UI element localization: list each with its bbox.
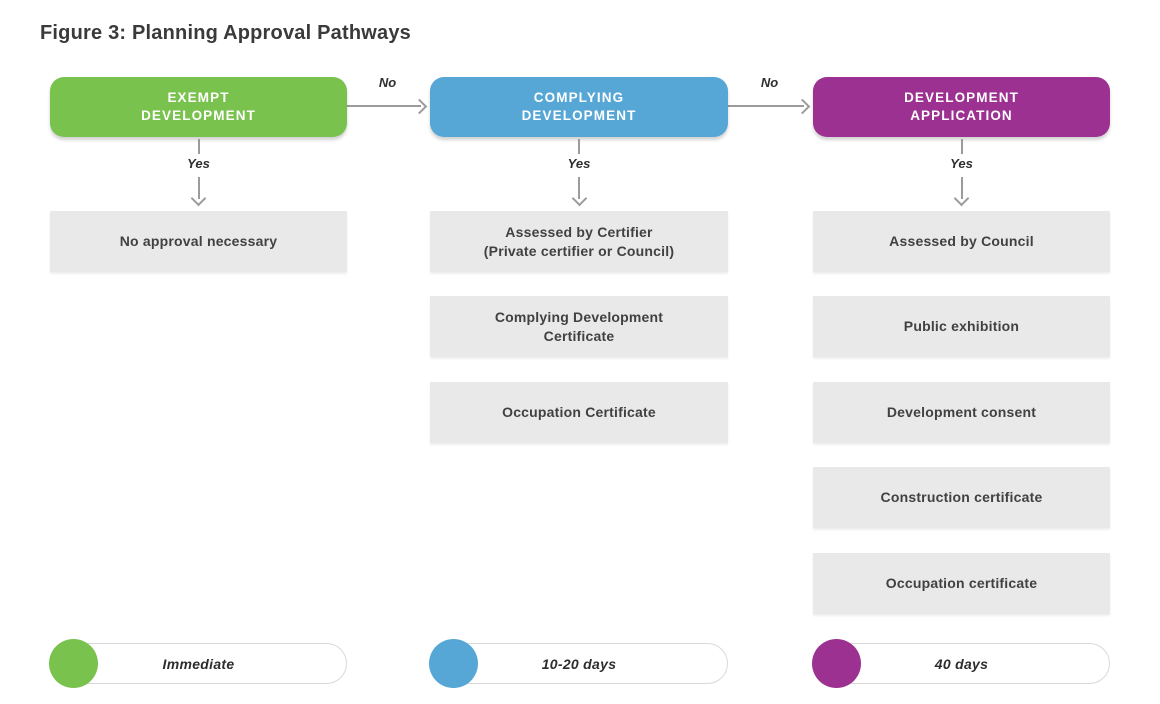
arrow-down-icon [190, 190, 207, 207]
yes-label: Yes [567, 156, 591, 171]
arrow-line [728, 105, 804, 107]
timeline-color-dot [429, 639, 478, 688]
connector-line [197, 139, 200, 154]
step-box-assessed-by-certifier: Assessed by Certifier (Private certifier… [430, 211, 728, 272]
step-text: (Private certifier or Council) [483, 242, 675, 259]
connector-line [960, 177, 963, 199]
step-text: Occupation certificate [885, 575, 1038, 592]
timeline-label: 40 days [934, 655, 989, 672]
step-text: Complying Development [494, 308, 664, 325]
header-line: EXEMPT [167, 90, 230, 106]
header-line: COMPLYING [533, 90, 625, 106]
no-label: No [378, 75, 397, 90]
header-line: APPLICATION [910, 108, 1013, 123]
timeline-label: Immediate [162, 655, 235, 672]
no-branch-exempt-to-complying: No [347, 75, 428, 120]
step-text: Assessed by Council [889, 233, 1034, 250]
header-line: DEVELOPMENT [141, 108, 256, 123]
step-text: Certificate [543, 327, 615, 344]
step-box-construction-certificate: Construction certificate [813, 467, 1110, 528]
step-box-occupation-certificate: Occupation certificate [813, 553, 1110, 614]
header-line: DEVELOPMENT [521, 108, 637, 123]
complying-development-box: COMPLYING DEVELOPMENT [430, 77, 728, 137]
column-development-application: DEVELOPMENT APPLICATION Yes Assessed by … [812, 0, 1110, 704]
connector-line [578, 139, 580, 154]
arrow-down-icon [571, 190, 587, 207]
step-box-complying-development-certificate: Complying Development Certificate [430, 296, 728, 357]
step-text: Public exhibition [903, 318, 1020, 335]
connector-line [197, 177, 200, 199]
step-text: Assessed by Certifier [505, 223, 653, 240]
step-box-no-approval-necessary: No approval necessary [50, 211, 347, 272]
timeline-color-dot [49, 639, 98, 688]
no-label: No [760, 75, 779, 90]
connector-line [960, 139, 963, 154]
yes-label: Yes [950, 156, 973, 171]
no-branch-complying-to-application: No [728, 75, 811, 120]
header-line: DEVELOPMENT [904, 90, 1019, 106]
figure-title: Figure 3: Planning Approval Pathways [40, 22, 411, 44]
step-box-occupation-certificate: Occupation Certificate [430, 382, 728, 443]
arrow-right-icon [794, 98, 811, 115]
timeline-pill-40-days: 40 days [813, 643, 1110, 684]
connector-line [578, 177, 580, 199]
arrow-line [347, 105, 421, 107]
step-box-development-consent: Development consent [813, 382, 1110, 443]
timeline-pill-immediate: Immediate [50, 643, 347, 684]
step-text: No approval necessary [119, 233, 278, 250]
arrow-down-icon [953, 190, 970, 207]
step-text: Development consent [886, 404, 1037, 421]
arrow-right-icon [411, 98, 428, 115]
yes-label: Yes [187, 156, 210, 171]
timeline-color-dot [812, 639, 861, 688]
step-box-assessed-by-council: Assessed by Council [813, 211, 1110, 272]
column-exempt-development: EXEMPT DEVELOPMENT Yes No approval neces… [49, 0, 347, 704]
step-text: Occupation Certificate [502, 404, 656, 421]
step-text: Construction certificate [880, 489, 1043, 506]
step-box-public-exhibition: Public exhibition [813, 296, 1110, 357]
column-complying-development: COMPLYING DEVELOPMENT Yes Assessed by Ce… [429, 0, 728, 704]
exempt-development-box: EXEMPT DEVELOPMENT [50, 77, 347, 137]
development-application-box: DEVELOPMENT APPLICATION [813, 77, 1110, 137]
timeline-label: 10-20 days [541, 655, 617, 672]
